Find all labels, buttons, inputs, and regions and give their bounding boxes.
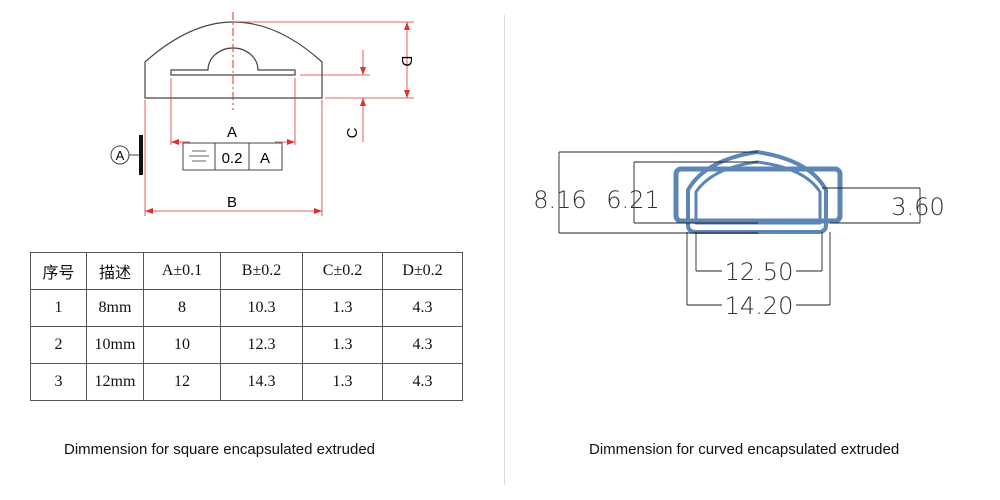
dim-label-b: B <box>227 194 237 211</box>
dim-label-d: D <box>398 56 415 67</box>
cell: 12 <box>143 363 221 401</box>
cell: 1.3 <box>302 363 383 401</box>
dim-label-a: A <box>227 124 237 141</box>
curved-dimension-lines <box>558 151 921 306</box>
table-row: 3 12mm 12 14.3 1.3 4.3 <box>30 363 463 401</box>
cell: 10.3 <box>220 289 303 327</box>
caption-right: Dimmension for curved encapsulated extru… <box>589 441 900 458</box>
header-cell: 描述 <box>86 252 144 290</box>
header-cell: C±0.2 <box>302 252 383 290</box>
caption-left: Dimmension for square encapsulated extru… <box>64 441 376 458</box>
cell: 2 <box>30 326 87 364</box>
dim-inner-width: 12.50 <box>725 258 794 286</box>
cell: 8mm <box>86 289 144 327</box>
cell: 1.3 <box>302 326 383 364</box>
header-cell: D±0.2 <box>382 252 463 290</box>
dim-inner-height: 6.21 <box>606 186 659 214</box>
cell: 8 <box>143 289 221 327</box>
dim-total-height: 8.16 <box>533 186 586 214</box>
tolerance-frame: 0.2 A <box>182 142 283 171</box>
cell: 10mm <box>86 326 144 364</box>
cell: 10 <box>143 326 221 364</box>
cell: 4.3 <box>382 289 463 327</box>
datum-marker: A <box>110 135 143 175</box>
cell: 4.3 <box>382 363 463 401</box>
symmetry-icon <box>189 150 209 162</box>
table-header-row: 序号 描述 A±0.1 B±0.2 C±0.2 D±0.2 <box>30 252 463 290</box>
dim-side-height: 3.60 <box>891 193 944 221</box>
dim-outer-width: 14.20 <box>725 292 794 320</box>
dim-label-c: C <box>344 127 361 138</box>
dimension-lines <box>144 21 414 216</box>
table-row: 1 8mm 8 10.3 1.3 4.3 <box>30 289 463 327</box>
tolerance-datum: A <box>260 150 270 167</box>
cell: 12.3 <box>220 326 303 364</box>
cell: 1.3 <box>302 289 383 327</box>
curved-profile <box>673 150 843 234</box>
cell: 1 <box>30 289 87 327</box>
cell: 4.3 <box>382 326 463 364</box>
cell: 3 <box>30 363 87 401</box>
datum-label: A <box>116 148 125 163</box>
panel-divider <box>504 15 505 485</box>
dimension-table: 序号 描述 A±0.1 B±0.2 C±0.2 D±0.2 1 8mm 8 10… <box>30 252 463 401</box>
tolerance-value: 0.2 <box>222 150 243 167</box>
cell: 12mm <box>86 363 144 401</box>
header-cell: A±0.1 <box>143 252 221 290</box>
cell: 14.3 <box>220 363 303 401</box>
table-row: 2 10mm 10 12.3 1.3 4.3 <box>30 326 463 364</box>
header-cell: 序号 <box>30 252 87 290</box>
header-cell: B±0.2 <box>220 252 303 290</box>
